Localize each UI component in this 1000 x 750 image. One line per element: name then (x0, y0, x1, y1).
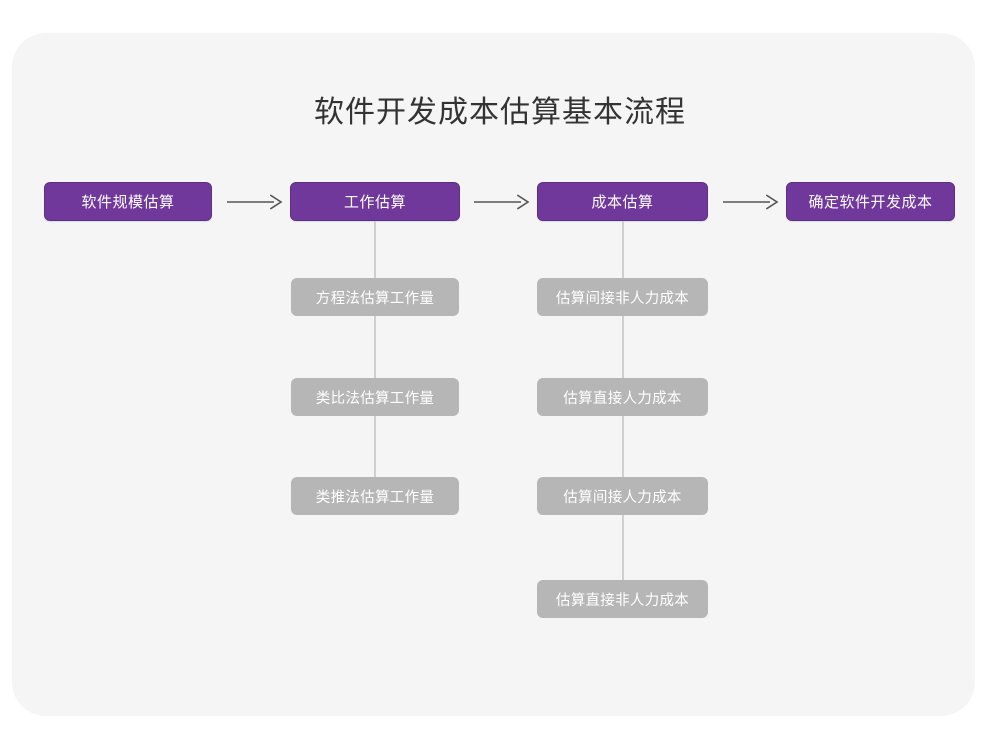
connector-branch1-seg1 (374, 221, 376, 278)
sub-node-equation-method-effort[interactable]: 方程法估算工作量 (291, 278, 459, 316)
arrow-1-icon (227, 192, 283, 212)
diagram-card (12, 33, 975, 716)
sub-node-indirect-nonlabor-cost[interactable]: 估算间接非人力成本 (537, 278, 708, 316)
arrow-2-icon (474, 192, 530, 212)
main-step-cost-estimation[interactable]: 成本估算 (537, 182, 708, 221)
connector-branch2-seg2 (622, 316, 624, 378)
connector-branch1-seg2 (374, 316, 376, 378)
page-title: 软件开发成本估算基本流程 (314, 96, 686, 129)
arrow-3-icon (723, 192, 779, 212)
main-step-determine-development-cost[interactable]: 确定软件开发成本 (786, 182, 955, 221)
connector-branch1-seg3 (374, 416, 376, 477)
main-step-software-scale-estimation[interactable]: 软件规模估算 (44, 182, 212, 221)
connector-branch2-seg4 (622, 515, 624, 580)
connector-branch2-seg3 (622, 416, 624, 477)
sub-node-direct-labor-cost[interactable]: 估算直接人力成本 (537, 378, 708, 416)
sub-node-indirect-labor-cost[interactable]: 估算间接人力成本 (537, 477, 708, 515)
sub-node-analogy-method-effort[interactable]: 类比法估算工作量 (291, 378, 459, 416)
main-step-effort-estimation[interactable]: 工作估算 (290, 182, 460, 221)
sub-node-inference-method-effort[interactable]: 类推法估算工作量 (291, 477, 459, 515)
sub-node-direct-nonlabor-cost[interactable]: 估算直接非人力成本 (537, 580, 708, 618)
connector-branch2-seg1 (622, 221, 624, 278)
